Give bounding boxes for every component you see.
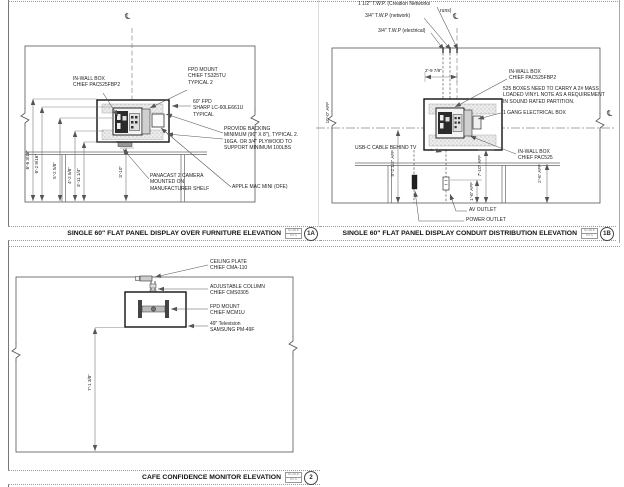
dimension-lines-2 xyxy=(92,327,125,451)
dim-1ft-6-aff: 1'-6" AFF xyxy=(469,182,474,201)
sheet-right-border xyxy=(619,0,620,243)
dim-3ft-10: 3'-10" xyxy=(118,166,123,178)
connector-plate xyxy=(452,114,463,132)
mount-flange-right xyxy=(165,300,169,318)
scale-label: SCALE xyxy=(286,473,301,478)
break-marks-1b xyxy=(327,111,605,131)
fpd-mount-bracket-shape xyxy=(141,108,151,135)
dim-2ft-6-aff: 2'-6" AFF xyxy=(537,164,542,183)
leader-lines-1a xyxy=(102,89,232,188)
av-outlet-shape xyxy=(442,176,450,191)
scale-label: SCALE xyxy=(582,229,597,234)
dim-10ft-aff: 10'-0" AFF xyxy=(325,102,330,124)
leader-lines-1b xyxy=(413,6,517,222)
detail-tag-2: 2 xyxy=(304,470,318,485)
detail-tag-1a: 1A xyxy=(304,226,318,241)
detail-tag-1b: 1B xyxy=(600,226,614,241)
break-marks-1a xyxy=(20,108,260,128)
dim-2ft-9: 2'-9 7/8" xyxy=(425,68,442,73)
monitor-mount-assembly xyxy=(124,275,187,328)
drawing-title-2: CAFE CONFIDENCE MONITOR ELEVATION xyxy=(142,474,281,481)
adjustable-column-shape xyxy=(149,283,157,289)
dim-4ft-2: 4'-2 5/8" xyxy=(67,167,72,184)
centerline-symbol: ℄ xyxy=(125,12,131,21)
callout-twp-creation-2: runs) xyxy=(440,8,452,14)
outlets xyxy=(411,174,450,191)
mount-flange-left xyxy=(138,300,142,318)
scale-value: NTS xyxy=(290,478,297,482)
callout-panacast-camera: PANACAST 2 CAMERA MOUNTED ON MANUFACTURE… xyxy=(150,173,210,192)
scale-value: NTS xyxy=(290,234,297,238)
scale-value: NTS xyxy=(586,234,593,238)
dimension-lines-1a xyxy=(30,98,134,201)
callout-in-wall-box-fbp2: IN-WALL BOX CHIEF PAC525FBP2 xyxy=(509,69,557,82)
centerline-symbol-right: ℄ xyxy=(607,109,613,118)
dim-6ft-2: 6'-2 9/16" xyxy=(34,154,39,174)
dim-7ft-1: 7'-1 3/8" xyxy=(87,374,92,391)
drawing-title-1a: SINGLE 60" FLAT PANEL DISPLAY OVER FURNI… xyxy=(67,230,281,237)
panel-divider-line xyxy=(318,0,319,241)
ceiling-plate-shape xyxy=(139,275,153,282)
callout-gang-box: 1 GANG ELECTRICAL BOX xyxy=(503,110,566,116)
panel-cafe-monitor-elevation: CEILING PLATE CHIEF CMA-110 ADJUSTABLE C… xyxy=(8,244,320,487)
callout-mac-mini: APPLE MAC MINI (OFE) xyxy=(232,184,288,190)
dim-3ft-11: 3'-11 1/4" xyxy=(76,168,81,188)
callout-60in-fpd: 60" FPD SHARP LC-60LE661U TYPICAL xyxy=(193,99,244,118)
scale-box-2: SCALE NTS xyxy=(285,472,302,483)
callout-twp-network: 3/4" T.W.P (network) xyxy=(365,13,411,19)
titlebar-1b: SINGLE 60" FLAT PANEL DISPLAY CONDUIT DI… xyxy=(320,226,616,241)
gang-box-shape xyxy=(472,115,482,130)
elevation-drawing-1a xyxy=(20,28,260,203)
callout-fpd-mount: FPD MOUNT CHIEF MCM1U xyxy=(210,304,245,317)
power-outlet-shape xyxy=(411,174,418,190)
callout-av-outlet: AV OUTLET xyxy=(469,207,497,213)
titlebar-2: CAFE CONFIDENCE MONITOR ELEVATION SCALE … xyxy=(8,470,320,485)
elevation-drawing-2 xyxy=(11,264,298,453)
callout-in-wall-box: IN-WALL BOX CHIEF PAC525FBP2 xyxy=(73,76,121,89)
callout-power-outlet: POWER OUTLET xyxy=(466,217,507,223)
furniture-table-1b xyxy=(355,162,560,203)
dim-7ft-10-aff: 7'-10" AFF xyxy=(477,155,482,177)
titlebar-1a: SINGLE 60" FLAT PANEL DISPLAY OVER FURNI… xyxy=(8,226,320,241)
mac-mini-shape xyxy=(151,113,165,128)
note-525-boxes: 525 BOXES NEED TO CARRY A 2# MASS LOADED… xyxy=(503,86,605,105)
dim-6ft-6: 6'-6 3/16" xyxy=(25,150,30,170)
callout-49in-tv: 49" Television SAMSUNG PM-49F xyxy=(210,321,255,334)
leader-lines-2 xyxy=(154,264,209,329)
centerline-symbol: ℄ xyxy=(453,12,459,21)
scale-box-1a: SCALE NTS xyxy=(285,228,302,239)
callout-in-wall-box-525: IN-WALL BOX CHIEF PAC525 xyxy=(518,149,553,162)
tv-display-assembly-1b xyxy=(423,98,503,151)
break-marks-2 xyxy=(11,336,298,361)
callout-fpd-mount: FPD MOUNT CHIEF TS325TU TYPICAL 2 xyxy=(188,67,226,86)
wall-outline-2 xyxy=(15,276,294,453)
callout-twp-electrical: 3/4" T.W.P (electrical) xyxy=(378,28,426,34)
sheet-top-dotted-line xyxy=(8,1,620,2)
callout-backing-note: PROVIDE BACKING MINIMUM (96" X 8"), TYPI… xyxy=(224,126,299,152)
callout-usb-c: USB-C CABLE BEHIND TV xyxy=(355,145,417,151)
scale-label: SCALE xyxy=(286,229,301,234)
callout-twp-creation: 1 1/2" T.W.P. (Creation Networks xyxy=(358,1,431,7)
callout-ceiling-plate: CEILING PLATE CHIEF CMA-110 xyxy=(210,259,248,272)
scale-box-1b: SCALE NTS xyxy=(581,228,598,239)
fpd-mount-bracket-shape xyxy=(463,109,473,137)
camera-shape xyxy=(117,142,133,147)
sheet-left-border xyxy=(8,0,9,487)
dim-5ft-2: 5'-2 5/8" xyxy=(52,162,57,179)
dim-5ft-2-aff: 5'-2 1/2" AFF xyxy=(390,150,395,177)
callout-adjustable-column: ADJUSTABLE COLUMN CHIEF CMS0305 xyxy=(210,284,265,297)
panel-conduit-elevation: ℄ ℄ 1 1/2" T.W.P. (Creation Networks run… xyxy=(312,0,624,244)
drawing-title-1b: SINGLE 60" FLAT PANEL DISPLAY CONDUIT DI… xyxy=(342,230,577,237)
panel-furniture-elevation: ℄ IN-WALL BOX CHIEF PAC525FBP2 FPD MOUNT… xyxy=(8,0,320,244)
connector-plate xyxy=(129,113,140,131)
dimension-lines-1b xyxy=(395,72,550,203)
elevation-drawing-1b xyxy=(316,6,614,222)
ceiling-dotted-line xyxy=(8,246,620,247)
